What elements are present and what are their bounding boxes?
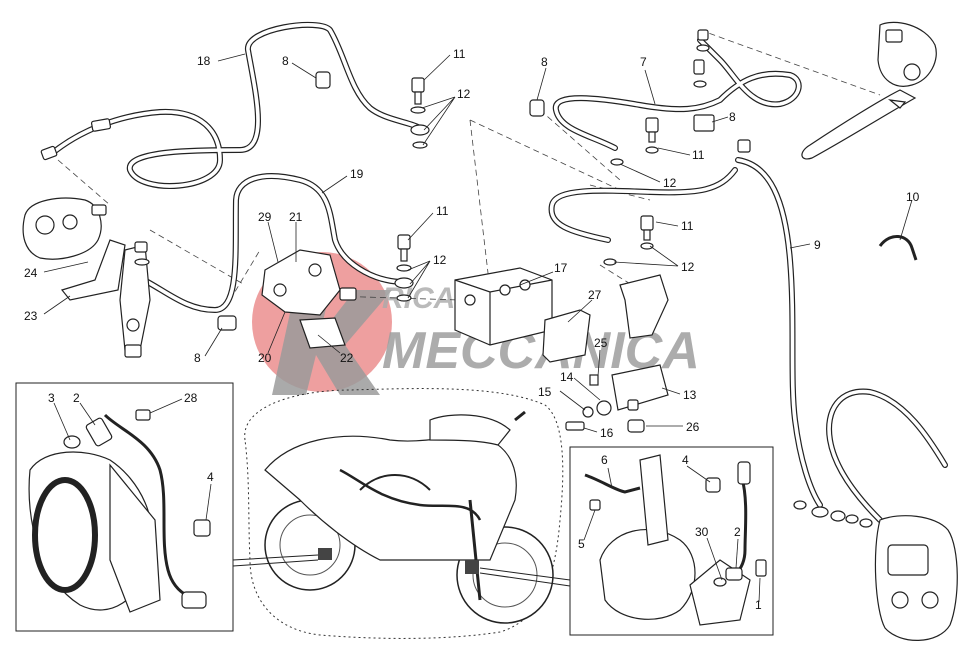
callout-9: 9 xyxy=(814,238,821,252)
callout-11-a: 11 xyxy=(453,47,466,61)
callout-4-a: 4 xyxy=(207,470,214,484)
abs-bracket xyxy=(565,274,669,433)
abs-ecu-27 xyxy=(542,309,591,363)
callout-19: 19 xyxy=(350,167,364,181)
callout-3: 3 xyxy=(48,391,55,405)
inset-connectors xyxy=(232,554,571,587)
callout-6: 6 xyxy=(601,453,608,467)
callout-7: 7 xyxy=(640,55,647,69)
callout-8-b: 8 xyxy=(541,55,548,69)
callout-8-d: 8 xyxy=(194,351,201,365)
callout-16: 16 xyxy=(600,426,614,440)
callout-23: 23 xyxy=(24,309,38,323)
callout-22: 22 xyxy=(340,351,354,365)
callout-10: 10 xyxy=(906,190,920,204)
callout-2-a: 2 xyxy=(73,391,80,405)
callout-11-c: 11 xyxy=(436,204,449,218)
callout-4-b: 4 xyxy=(682,453,689,467)
inset-rear-sensor xyxy=(15,382,234,632)
brake-hoses xyxy=(47,21,948,523)
callout-14: 14 xyxy=(560,370,574,384)
dashed-leaders xyxy=(57,29,881,301)
callout-12-c: 12 xyxy=(433,253,447,267)
front-caliper xyxy=(874,515,958,641)
rear-caliper xyxy=(22,197,151,358)
callout-28: 28 xyxy=(184,391,198,405)
callout-8-a: 8 xyxy=(282,54,289,68)
callout-21: 21 xyxy=(289,210,303,224)
callout-leaders xyxy=(43,53,913,603)
callout-2-b: 2 xyxy=(734,525,741,539)
hose-18 xyxy=(47,21,423,189)
hose-front-right xyxy=(826,388,948,523)
callout-29: 29 xyxy=(258,210,272,224)
callout-11-d: 11 xyxy=(681,219,694,233)
inset-front-sensor xyxy=(569,446,774,636)
hose-clip-10 xyxy=(878,235,918,261)
callout-5: 5 xyxy=(578,537,585,551)
callouts: 18 8 11 12 8 7 8 11 12 19 11 29 21 12 17… xyxy=(24,47,920,612)
callout-25: 25 xyxy=(594,336,608,350)
callout-12-a: 12 xyxy=(457,87,471,101)
callout-13: 13 xyxy=(683,388,697,402)
callout-8-c: 8 xyxy=(729,110,736,124)
abs-unit xyxy=(454,267,591,363)
callout-1: 1 xyxy=(755,598,762,612)
callout-12-b: 12 xyxy=(663,176,677,190)
callout-11-b: 11 xyxy=(692,148,705,162)
fittings xyxy=(40,29,873,528)
callout-15: 15 xyxy=(538,385,552,399)
callout-30: 30 xyxy=(695,525,709,539)
callout-20: 20 xyxy=(258,351,272,365)
callout-26: 26 xyxy=(686,420,700,434)
callout-27: 27 xyxy=(588,288,602,302)
callout-17: 17 xyxy=(554,261,568,275)
front-brake-lever xyxy=(801,21,937,160)
hose-7 xyxy=(552,37,802,151)
callout-18: 18 xyxy=(197,54,211,68)
callout-12-d: 12 xyxy=(681,260,695,274)
motorcycle-overview xyxy=(244,388,564,639)
rear-master-cylinder xyxy=(261,249,357,349)
callout-24: 24 xyxy=(24,266,38,280)
